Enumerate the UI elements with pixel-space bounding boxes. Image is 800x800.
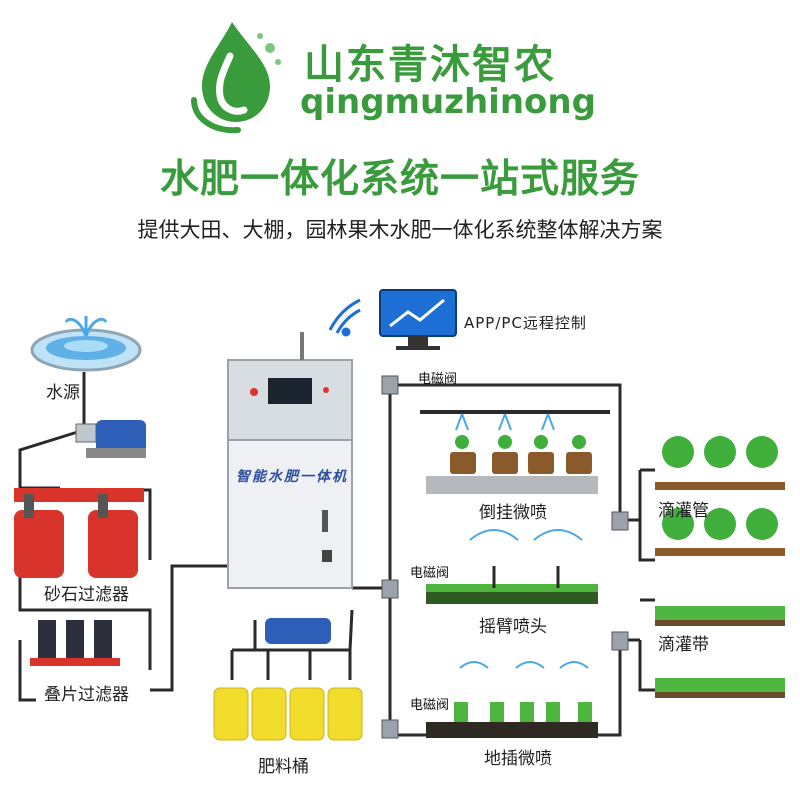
fountain-icon: [30, 316, 142, 372]
zone-drip-tape-label: 滴灌带: [658, 635, 709, 655]
fertigation-machine-icon: [227, 332, 353, 589]
water-source-label: 水源: [46, 383, 80, 403]
tree-icon: [655, 436, 785, 556]
pump-icon: [75, 420, 146, 458]
dosing-pump-icon: [265, 618, 331, 644]
fertilizer-tanks-icon: [213, 687, 363, 741]
disc-filter-label: 叠片过滤器: [44, 685, 129, 705]
zone-hanging-spray-label: 倒挂微喷: [479, 503, 547, 523]
fertilizer-tanks-label: 肥料桶: [258, 757, 309, 777]
valve-label-1: 电磁阀: [418, 372, 458, 387]
brand-name-cn: 山东青沐智农: [304, 42, 556, 88]
sand-filter-label: 砂石过滤器: [44, 585, 129, 605]
disc-filter-icon: [30, 620, 120, 666]
monitor-icon: [379, 289, 457, 350]
zone-rocker-sprinkler-label: 摇臂喷头: [479, 617, 547, 637]
valve-label-2: 电磁阀: [410, 566, 450, 581]
zone-ground-spray-label: 地插微喷: [484, 749, 552, 769]
machine-label: 智能水肥一体机: [236, 469, 348, 485]
hanging-spray-zone: [420, 410, 610, 494]
sand-filter-icon: [14, 488, 144, 578]
water-drop-logo-icon: [191, 22, 281, 134]
valve-icon: [381, 375, 629, 739]
rocker-sprinkler-zone: [426, 529, 598, 604]
pipe-network: [18, 372, 655, 737]
remote-control-label: APP/PC远程控制: [464, 314, 587, 332]
grass-icon: [655, 606, 785, 698]
wifi-icon: [328, 298, 361, 337]
valve-label-3: 电磁阀: [410, 698, 450, 713]
headline: 水肥一体化系统一站式服务: [159, 157, 640, 202]
brand-name-en: qingmuzhinong: [300, 82, 596, 122]
ground-spray-zone: [426, 661, 598, 738]
zone-drip-pipe-label: 滴灌管: [658, 501, 709, 521]
subheadline: 提供大田、大棚，园林果木水肥一体化系统整体解决方案: [137, 218, 663, 242]
